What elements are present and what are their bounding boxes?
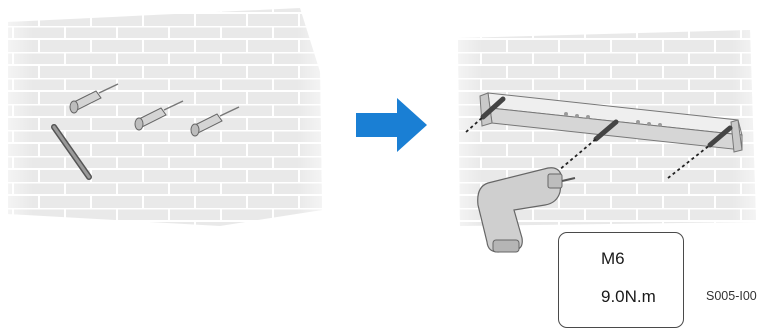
fastener-spec-panel: M6 9.0N.m — [558, 232, 684, 328]
figure-code: S005-I00 — [706, 289, 757, 303]
torque-value-label: 9.0N.m — [601, 287, 656, 307]
left-brick-wall — [8, 8, 322, 226]
step-arrow — [356, 98, 427, 152]
screw-size-label: M6 — [601, 249, 625, 269]
